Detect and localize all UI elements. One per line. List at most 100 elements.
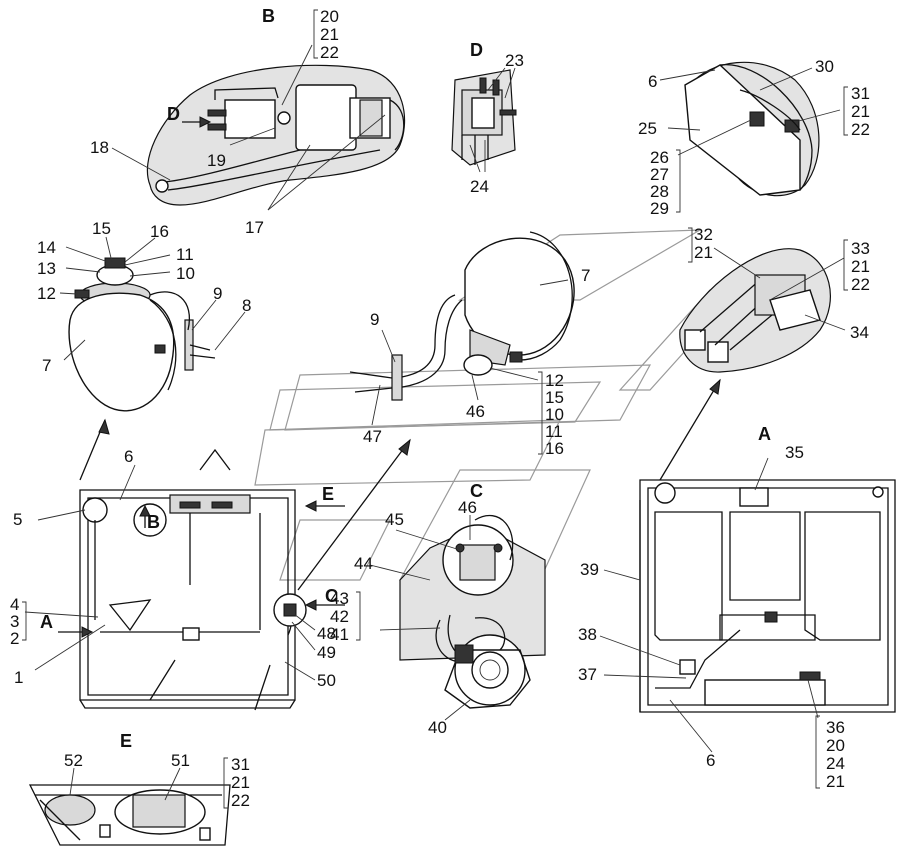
- view-title-b: B: [262, 6, 275, 26]
- part-label-9: 9: [370, 310, 379, 329]
- part-label-20: 20: [320, 7, 339, 26]
- part-label-23: 23: [505, 51, 524, 70]
- part-label-41: 41: [330, 625, 349, 644]
- part-label-21: 21: [320, 25, 339, 44]
- part-label-46: 46: [458, 498, 477, 517]
- part-label-11: 11: [545, 422, 563, 441]
- cab-frame-left: [79, 448, 307, 711]
- part-label-42: 42: [330, 607, 349, 626]
- part-label-15: 15: [92, 219, 111, 238]
- part-label-35: 35: [785, 443, 804, 462]
- part-label-39: 39: [580, 560, 599, 579]
- view-arrow-c-label: C: [325, 586, 338, 606]
- part-label-24: 24: [826, 754, 845, 773]
- part-label-21: 21: [231, 773, 250, 792]
- part-label-9: 9: [213, 284, 222, 303]
- part-label-49: 49: [317, 643, 336, 662]
- part-label-22: 22: [320, 43, 339, 62]
- part-label-21: 21: [826, 772, 845, 791]
- part-label-30: 30: [815, 57, 834, 76]
- view-arrow-a-label: A: [40, 612, 53, 632]
- view-title-e: E: [120, 731, 132, 751]
- part-label-27: 27: [650, 165, 669, 184]
- part-label-6: 6: [706, 751, 715, 770]
- cab-rear-view-a: [639, 479, 896, 713]
- part-label-10: 10: [176, 264, 195, 283]
- part-label-21: 21: [851, 102, 870, 121]
- part-label-37: 37: [578, 665, 597, 684]
- part-label-21: 21: [851, 257, 870, 276]
- headlight-upper-right: [684, 61, 820, 197]
- part-label-8: 8: [242, 296, 251, 315]
- view-b-detail: [146, 64, 406, 206]
- view-arrow-e: [304, 500, 345, 512]
- part-label-32: 32: [694, 225, 713, 244]
- part-label-34: 34: [850, 323, 869, 342]
- view-arrow-a: [58, 626, 94, 638]
- view-e-detail: [28, 784, 231, 846]
- part-label-31: 31: [231, 755, 250, 774]
- view-title-a: A: [758, 424, 771, 444]
- part-label-4: 4: [10, 595, 19, 614]
- part-label-16: 16: [545, 439, 564, 458]
- part-label-47: 47: [363, 427, 382, 446]
- projection-arrows: [79, 378, 721, 591]
- part-label-6: 6: [648, 72, 657, 91]
- part-label-46: 46: [466, 402, 485, 421]
- part-label-50: 50: [317, 671, 336, 690]
- leader-lines: [24, 44, 846, 801]
- part-label-20: 20: [826, 736, 845, 755]
- view-title-c: C: [470, 481, 483, 501]
- bracket-marks: [22, 9, 848, 809]
- part-label-21: 21: [694, 243, 713, 262]
- part-label-38: 38: [578, 625, 597, 644]
- part-label-17: 17: [245, 218, 264, 237]
- part-label-45: 45: [385, 510, 404, 529]
- rear-lamp-assembly: [399, 514, 546, 709]
- part-label-25: 25: [638, 119, 657, 138]
- part-label-13: 13: [37, 259, 56, 278]
- part-label-11: 11: [176, 245, 194, 264]
- part-label-6: 6: [124, 447, 133, 466]
- view-title-d: D: [470, 40, 483, 60]
- part-label-3: 3: [10, 612, 19, 631]
- part-label-26: 26: [650, 148, 669, 167]
- part-label-12: 12: [545, 371, 564, 390]
- headlight-center: [349, 231, 575, 401]
- part-label-43: 43: [330, 589, 349, 608]
- part-label-28: 28: [650, 182, 669, 201]
- part-label-40: 40: [428, 718, 447, 737]
- part-label-48: 48: [317, 624, 336, 643]
- view-arrow-b: [139, 504, 151, 528]
- part-label-2: 2: [10, 629, 19, 648]
- part-label-33: 33: [851, 239, 870, 258]
- part-label-15: 15: [545, 388, 564, 407]
- part-label-19: 19: [207, 151, 226, 170]
- harness-right-detail: [679, 248, 831, 373]
- part-label-22: 22: [851, 275, 870, 294]
- part-label-16: 16: [150, 222, 169, 241]
- headlight-left: [68, 257, 216, 412]
- part-label-10: 10: [545, 405, 564, 424]
- part-label-1: 1: [14, 668, 23, 687]
- part-label-14: 14: [37, 238, 56, 257]
- view-arrow-c: [304, 599, 345, 611]
- part-label-22: 22: [231, 791, 250, 810]
- part-label-51: 51: [171, 751, 190, 770]
- view-d-detail: [451, 69, 517, 166]
- part-label-24: 24: [470, 177, 489, 196]
- view-arrow-e-label: E: [322, 484, 334, 504]
- part-label-18: 18: [90, 138, 109, 157]
- part-label-7: 7: [581, 266, 590, 285]
- part-label-22: 22: [851, 120, 870, 139]
- part-label-12: 12: [37, 284, 56, 303]
- view-arrow-d: [182, 116, 212, 128]
- part-label-7: 7: [42, 356, 51, 375]
- view-arrow-b-label: B: [147, 512, 160, 532]
- part-label-31: 31: [851, 84, 870, 103]
- view-arrow-d-label: D: [167, 104, 180, 124]
- part-label-5: 5: [13, 510, 22, 529]
- part-label-52: 52: [64, 751, 83, 770]
- part-label-44: 44: [354, 554, 373, 573]
